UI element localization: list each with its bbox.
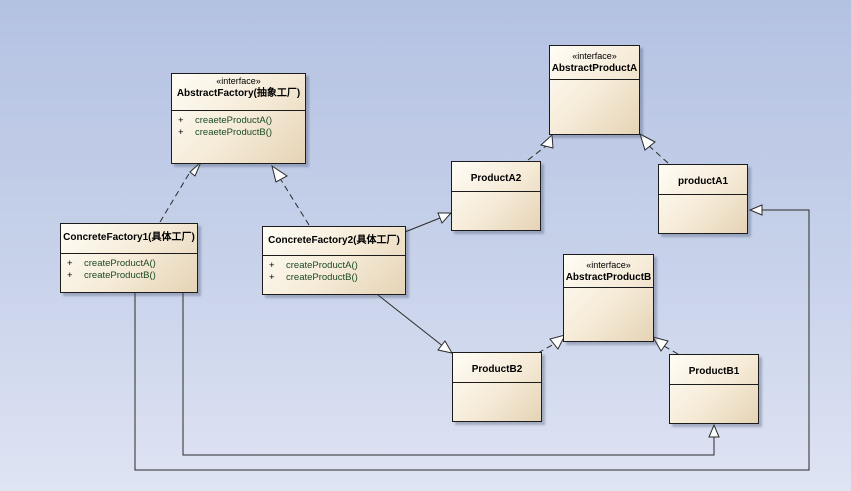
- operation[interactable]: + createProductA(): [65, 258, 197, 270]
- class-name: productA1: [678, 176, 728, 187]
- operations-compartment: + createProductA() + createProductB(): [61, 254, 197, 282]
- visibility-marker: +: [269, 260, 275, 271]
- class-header: productA1: [659, 165, 747, 195]
- visibility-marker: +: [178, 127, 184, 138]
- realization-product-b1-to-abstract-product-b[interactable]: [651, 336, 679, 355]
- realization-cf1-to-abstract-factory[interactable]: [159, 161, 202, 223]
- operation[interactable]: + creaeteProductB(): [176, 127, 305, 139]
- operation-name: creaeteProductA(): [195, 115, 273, 126]
- class-product-a2[interactable]: ProductA2: [451, 161, 541, 231]
- class-header: «interface» AbstractProductB: [564, 255, 653, 288]
- association-cf1-to-product-a1[interactable]: [134, 204, 810, 471]
- realization-product-a1-to-abstract-product-a[interactable]: [639, 132, 669, 164]
- class-header: «interface» AbstractFactory(抽象工厂): [172, 74, 305, 111]
- class-product-b1[interactable]: ProductB1: [669, 354, 759, 424]
- operations-compartment: + creaeteProductA() + creaeteProductB(): [172, 111, 305, 139]
- realization-product-a2-to-abstract-product-a[interactable]: [527, 133, 554, 161]
- operation[interactable]: + creaeteProductA(): [176, 115, 305, 127]
- operations-compartment: + createProductA() + createProductB(): [263, 256, 405, 284]
- association-cf2-to-product-a2[interactable]: [404, 212, 453, 233]
- class-name: ProductA2: [470, 173, 522, 184]
- visibility-marker: +: [67, 270, 73, 281]
- operation-name: createProductB(): [286, 272, 358, 283]
- class-concrete-factory-2[interactable]: ConcreteFactory2(具体工厂) + createProductA()…: [262, 226, 406, 295]
- class-name: ConcreteFactory1(具体工厂): [63, 232, 195, 243]
- class-name: AbstractProductA: [551, 63, 638, 74]
- class-product-b2[interactable]: ProductB2: [452, 352, 542, 422]
- class-header: ProductA2: [452, 162, 540, 192]
- class-name: AbstractFactory(抽象工厂): [176, 88, 301, 99]
- visibility-marker: +: [178, 115, 184, 126]
- operation[interactable]: + createProductA(): [267, 260, 405, 272]
- class-header: ConcreteFactory2(具体工厂): [263, 227, 405, 256]
- class-header: ConcreteFactory1(具体工厂): [61, 224, 197, 254]
- class-name: AbstractProductB: [565, 272, 652, 283]
- class-concrete-factory-1[interactable]: ConcreteFactory1(具体工厂) + createProductA()…: [60, 223, 198, 293]
- operation-name: createProductA(): [286, 260, 358, 271]
- class-name: ProductB2: [471, 364, 523, 375]
- visibility-marker: +: [269, 272, 275, 283]
- visibility-marker: +: [67, 258, 73, 269]
- operation-name: creaeteProductB(): [195, 127, 273, 138]
- realization-cf2-to-abstract-factory[interactable]: [271, 164, 310, 226]
- operation-name: createProductA(): [84, 258, 156, 269]
- stereotype-label: «interface»: [216, 76, 261, 86]
- class-header: «interface» AbstractProductA: [550, 46, 639, 80]
- class-abstract-product-b[interactable]: «interface» AbstractProductB: [563, 254, 654, 342]
- realization-product-b2-to-abstract-product-b[interactable]: [537, 334, 566, 354]
- class-header: ProductB1: [670, 355, 758, 385]
- association-cf2-to-product-b2[interactable]: [377, 294, 454, 354]
- class-product-a1[interactable]: productA1: [658, 164, 748, 234]
- class-name: ProductB1: [688, 366, 740, 377]
- stereotype-label: «interface»: [572, 51, 617, 61]
- class-name: ConcreteFactory2(具体工厂): [268, 235, 400, 246]
- association-cf1-to-product-b1[interactable]: [182, 293, 720, 456]
- class-abstract-product-a[interactable]: «interface» AbstractProductA: [549, 45, 640, 135]
- stereotype-label: «interface»: [586, 260, 631, 270]
- operation[interactable]: + createProductB(): [65, 270, 197, 282]
- class-abstract-factory[interactable]: «interface» AbstractFactory(抽象工厂) + creae…: [171, 73, 306, 164]
- operation-name: createProductB(): [84, 270, 156, 281]
- class-header: ProductB2: [453, 353, 541, 383]
- operation[interactable]: + createProductB(): [267, 272, 405, 284]
